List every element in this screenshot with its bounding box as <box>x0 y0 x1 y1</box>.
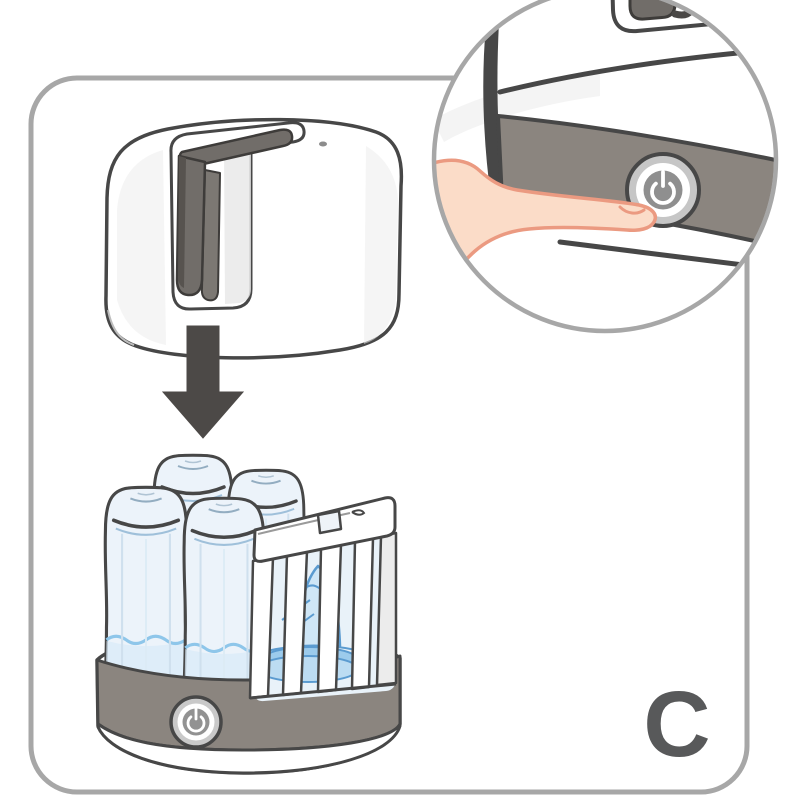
basket-rim-hook <box>351 509 366 516</box>
recess-wall-shade <box>224 147 251 304</box>
lid-vent-dot <box>319 141 327 147</box>
inset-callout <box>431 0 779 334</box>
inset-lid-shading <box>436 70 600 142</box>
inset-circle-border <box>431 0 779 334</box>
power-icon <box>186 707 206 733</box>
base-power-button <box>169 695 223 749</box>
lid-shading-right <box>364 146 398 344</box>
lid-handle <box>175 128 294 302</box>
basket-rim-hole <box>316 509 343 535</box>
down-arrow-icon <box>161 325 245 439</box>
basket-bottom-edge <box>249 682 397 700</box>
step-label: C <box>643 672 710 776</box>
accessory-basket <box>248 496 398 702</box>
inset-handle <box>628 0 677 21</box>
power-icon <box>650 170 676 205</box>
lid-illustration <box>104 117 404 360</box>
lid-shading-left <box>117 150 166 345</box>
lid-fold-line <box>107 309 135 346</box>
fingernail <box>618 205 646 215</box>
